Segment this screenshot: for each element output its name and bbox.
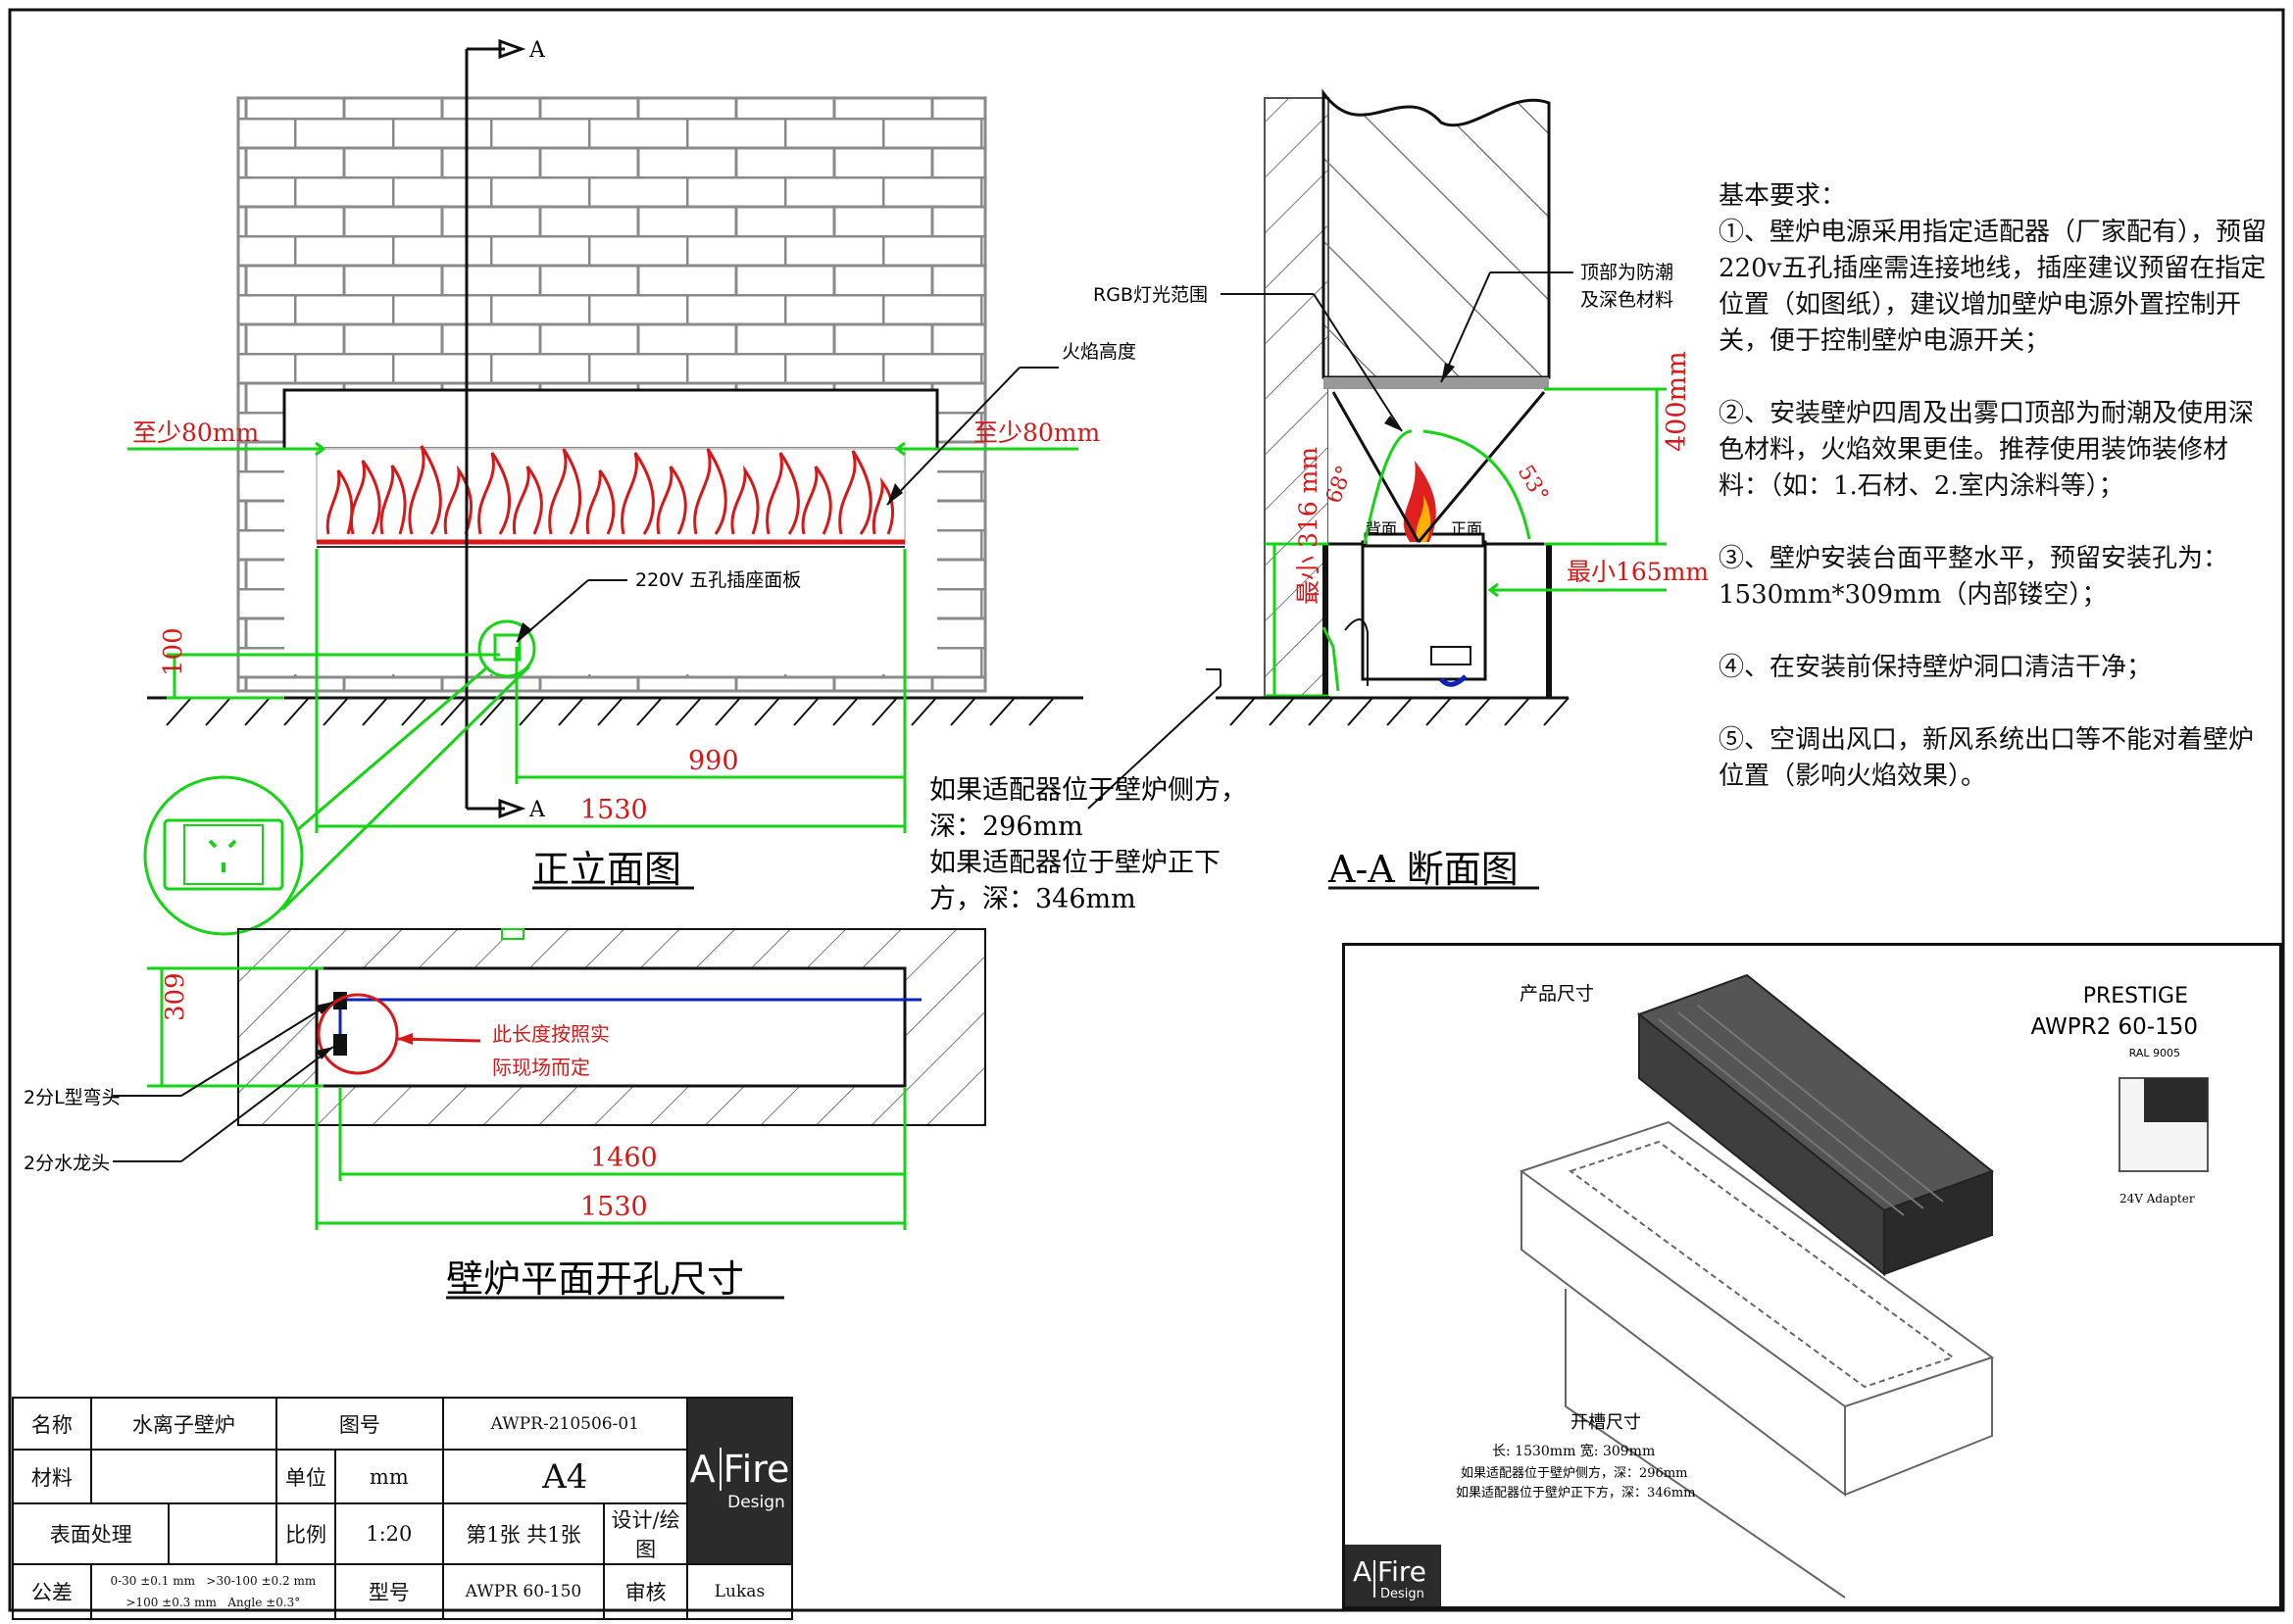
plan-title: 壁炉平面开孔尺寸 [446,1257,744,1301]
slot-box [1519,1120,1995,1599]
adapter-note-line2: 深：296mm [929,812,1083,842]
product-size-label: 产品尺寸 [1520,983,1594,1005]
top-material-label-2: 及深色材料 [1580,289,1673,311]
surface-value [168,1502,278,1565]
back-label: 背面 [1366,519,1397,538]
min-316-label: 最小 316 mm [1294,447,1322,605]
product-render-panel: 产品尺寸 PRESTIGE AWPR2 60-150 RAL 9005 24V … [1342,943,2282,1609]
dim-1530-plan: 1530 [580,1192,648,1222]
section-marker-bottom: A [528,798,546,822]
designer: Lukas [685,1563,794,1620]
adapter-note-line4: 方，深：346mm [929,884,1136,914]
dim-309: 309 [161,972,190,1021]
min-165-label: 最小165mm [1567,558,1709,586]
notes-heading: 基本要求： [1719,181,1847,211]
dim-400mm: 400mm [1662,351,1692,452]
scale-value: 1:20 [333,1502,444,1565]
sheet-border [8,8,2285,1612]
tol-3: >100 ±0.3 mm [125,1596,217,1609]
front-label: 正面 [1451,519,1482,538]
note-item-4: ④、在安装前保持壁炉洞口清洁干净； [1719,653,2153,682]
adapter-label: 24V Adapter [2119,1192,2195,1206]
plan-opening [315,966,907,1088]
slot-label: 开槽尺寸 [1570,1412,1641,1433]
flame-height-label: 火焰高度 [1062,341,1136,363]
faucet-label: 2分水龙头 [24,1153,110,1174]
socket-label: 220V 五孔插座面板 [635,569,801,591]
rgb-range-label: RGB灯光范围 [1093,284,1208,306]
tol-2: >30-100 ±0.2 mm [206,1574,317,1588]
fireplace-top-frame [282,388,939,451]
color-code: RAL 9005 [2129,1047,2180,1059]
requirements-notes: 基本要求： ①、壁炉电源采用指定适配器（厂家配有），预留220v五孔插座需连接地… [1719,178,2277,831]
render-logo-a: A [1353,1555,1371,1588]
drawing-no: AWPR-210506-01 [441,1397,688,1451]
render-logo-fire: Fire [1377,1555,1426,1588]
model: AWPR2 60-150 [2031,1014,2198,1040]
dim-1530-elev: 1530 [580,795,648,825]
logo-fire: Fire [719,1447,790,1491]
length-note-1: 此长度按照实 [492,1022,610,1046]
paper-size: A4 [441,1449,688,1504]
tolerance-label: 公差 [12,1563,92,1620]
adapter-note: 如果适配器位于壁炉侧方， 深：296mm 如果适配器位于壁炉正下 方，深：346… [929,775,1247,914]
dim-1460: 1460 [590,1143,658,1173]
logo-design: Design [727,1493,785,1513]
adapter-note-line1: 如果适配器位于壁炉侧方， [929,775,1247,806]
model-value: AWPR 60-150 [441,1563,606,1620]
name-value: 水离子壁炉 [89,1397,278,1451]
render-canvas: 产品尺寸 PRESTIGE AWPR2 60-150 RAL 9005 24V … [1345,973,2209,1606]
slot-note-2: 如果适配器位于壁炉正下方，深：346mm [1456,1485,1695,1501]
elevation-title: 正立面图 [532,848,681,891]
top-moisture-strip [1323,377,1549,389]
note-item-3: ③、壁炉安装台面平整水平，预留安装孔为：1530mm*309mm（内部镂空）； [1719,544,2229,610]
material-label: 材料 [12,1449,92,1504]
front-elevation: A A 至少80mm 至少80mm 100 [127,38,1136,936]
plan-view: 309 1460 1530 此长度按照实 际现场而定 2分L型弯头 2分水龙头 … [24,928,986,1301]
top-material-label-1: 顶部为防潮 [1580,262,1673,283]
review-label: 审核 [603,1563,688,1620]
model-label: 型号 [333,1563,444,1620]
adapter-note-line3: 如果适配器位于壁炉正下 [929,848,1221,878]
slot-dims: 长: 1530mm 宽: 309mm [1492,1443,1655,1459]
dim-100: 100 [159,627,188,676]
tol-1: 0-30 ±0.1 mm [110,1574,195,1588]
section-marker-top: A [528,38,546,63]
elbow-label: 2分L型弯头 [24,1087,121,1108]
design-label: 设计/绘图 [603,1502,688,1565]
flame-graphic [325,445,894,535]
render-logo-design: Design [1380,1587,1424,1601]
min-80-left: 至少80mm [132,418,260,447]
section-aa: RGB灯光范围 顶部为防潮 及深色材料 400mm 68° 53° 背面 正面 … [1087,88,1709,891]
section-title: A-A 断面图 [1327,848,1519,891]
surface-label: 表面处理 [11,1502,171,1565]
min-80-right: 至少80mm [973,418,1101,447]
tol-4: Angle ±0.3° [227,1596,301,1609]
unit-label: 单位 [275,1449,336,1504]
ceiling-block [1321,88,1551,379]
note-item-2: ②、安装壁炉四周及出雾口顶部为耐潮及使用深色材料，火焰效果更佳。推荐使用装饰装修… [1719,399,2255,501]
product-box [1636,973,1995,1277]
logo-a: A [689,1447,716,1491]
slot-note-1: 如果适配器位于壁炉侧方，深：296mm [1461,1465,1687,1481]
material-value [89,1449,278,1504]
drawing-no-label: 图号 [275,1397,444,1451]
length-note-2: 际现场而定 [492,1056,590,1079]
dim-990: 990 [688,746,739,776]
render-logo [1345,1545,1441,1606]
fireplace-unit-section [1361,540,1487,681]
note-item-1: ①、壁炉电源采用指定适配器（厂家配有），预留220v五孔插座需连接地线，插座建议… [1719,218,2268,356]
scale-label: 比例 [275,1502,336,1565]
name-label: 名称 [12,1397,92,1451]
note-item-5: ⑤、空调出风口，新风系统出口等不能对着壁炉位置（影响火焰效果）。 [1719,725,2255,791]
elevation-green-dims [127,441,1078,936]
brand: PRESTIGE [2083,984,2188,1009]
unit-value: mm [333,1449,444,1504]
sheet-label: 第1张 共1张 [441,1502,606,1565]
